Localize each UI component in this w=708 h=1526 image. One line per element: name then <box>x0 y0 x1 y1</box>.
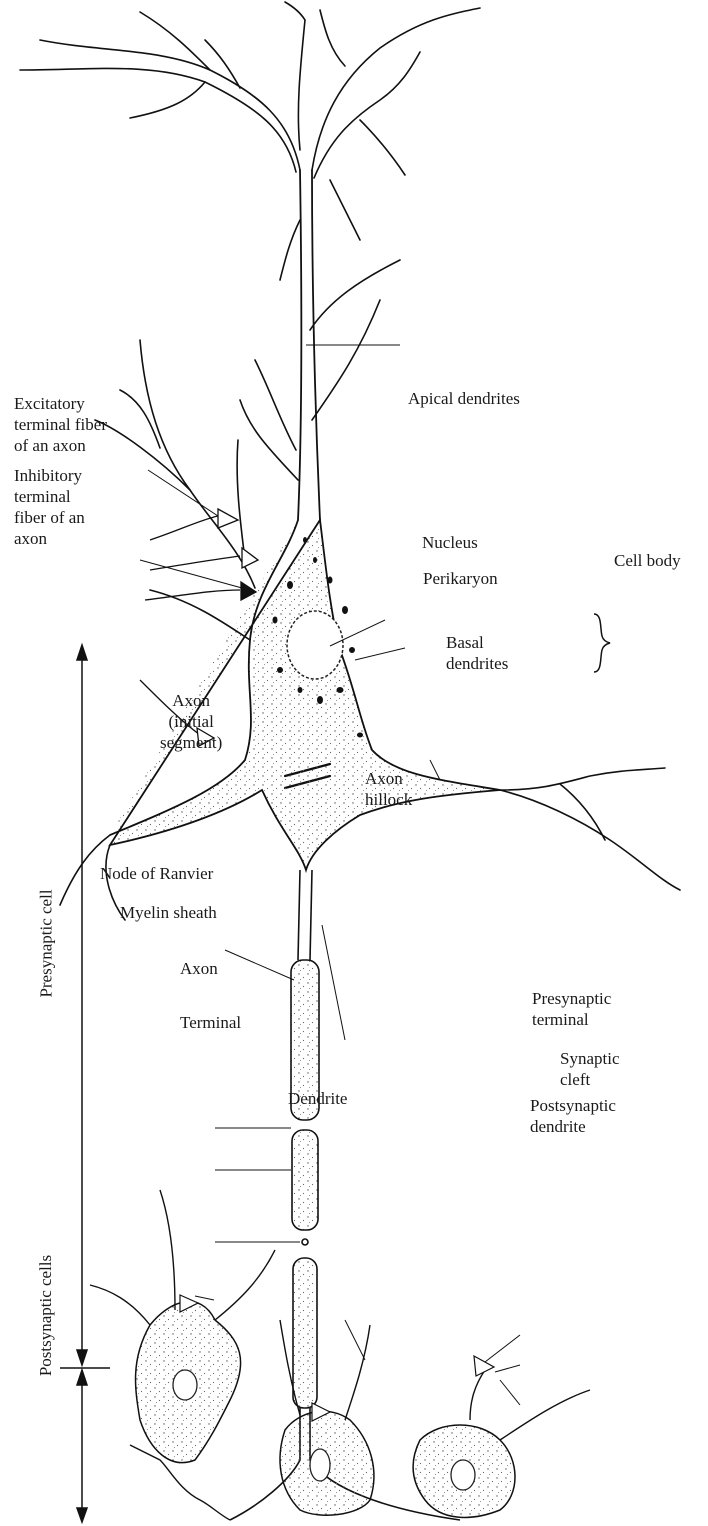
label-presynaptic-cell: Presynaptic cell <box>36 889 57 997</box>
label-node-of-ranvier: Node of Ranvier <box>100 863 213 884</box>
label-axon: Axon <box>180 958 218 979</box>
label-basal-dendrites: Basal dendrites <box>446 632 508 674</box>
label-presynaptic-terminal: Presynaptic terminal <box>532 988 611 1030</box>
label-postsynaptic-dendrite: Postsynaptic dendrite <box>530 1095 616 1137</box>
label-apical-dendrites: Apical dendrites <box>408 388 520 409</box>
label-inhibitory-terminal-fiber: Inhibitory terminal fiber of an axon <box>14 465 85 549</box>
label-nucleus: Nucleus <box>422 532 478 553</box>
label-axon-initial-segment: Axon (initial segment) <box>160 690 222 753</box>
label-terminal: Terminal <box>180 1012 241 1033</box>
label-cell-body: Cell body <box>614 550 681 571</box>
label-dendrite: Dendrite <box>288 1088 347 1109</box>
label-excitatory-terminal-fiber: Excitatory terminal fiber of an axon <box>14 393 107 456</box>
label-myelin-sheath: Myelin sheath <box>120 902 217 923</box>
label-synaptic-cleft: Synaptic cleft <box>560 1048 620 1090</box>
label-postsynaptic-cells: Postsynaptic cells <box>35 1255 56 1376</box>
label-axon-hillock: Axon hillock <box>365 768 412 810</box>
postsynaptic-cells <box>90 1190 590 1520</box>
cell-body-brace <box>594 614 610 672</box>
label-perikaryon: Perikaryon <box>423 568 498 589</box>
side-arrows <box>60 645 110 1522</box>
